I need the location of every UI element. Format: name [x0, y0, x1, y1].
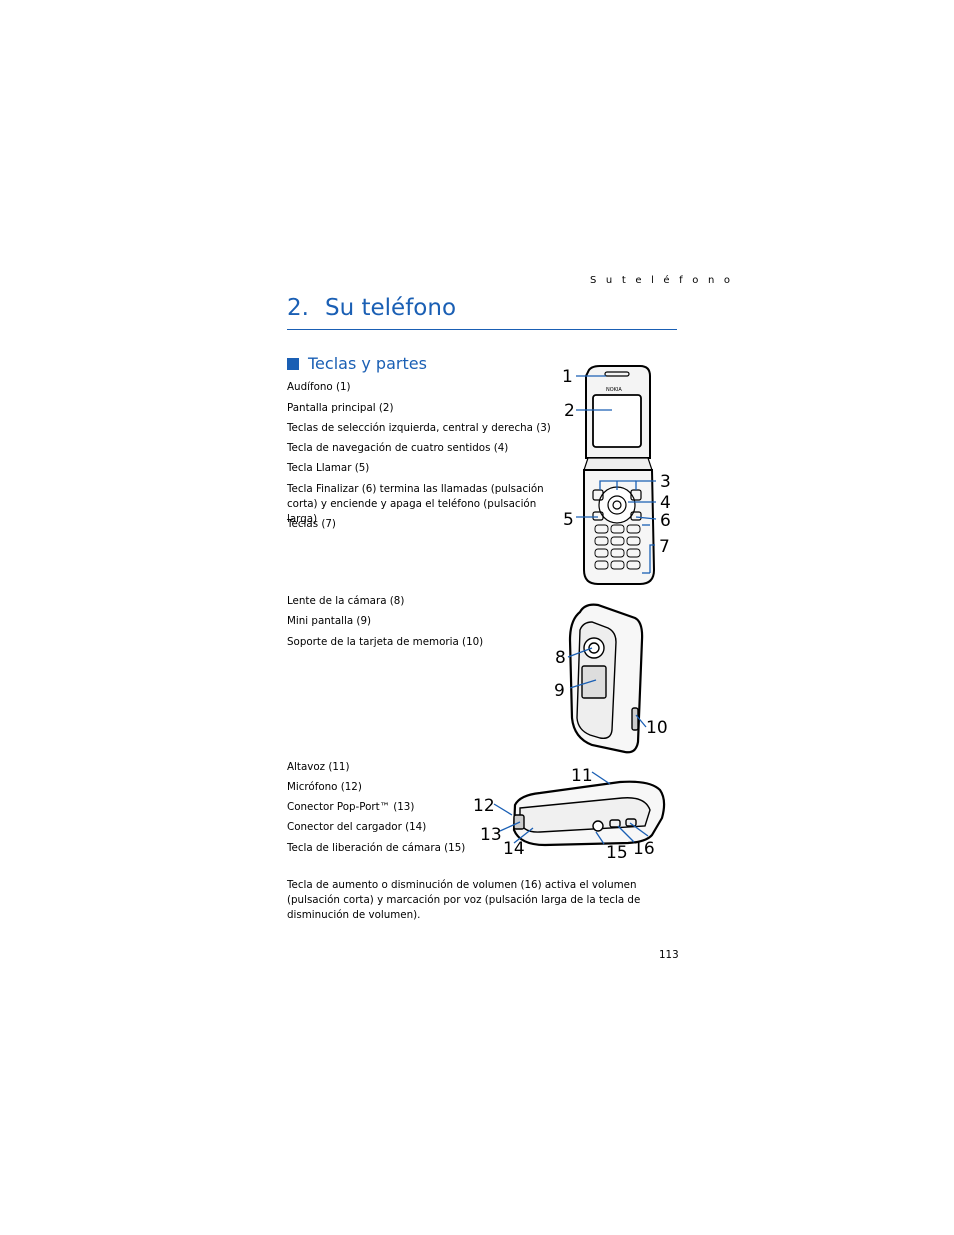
list-item: Pantalla principal (2) — [287, 402, 394, 414]
running-header: S u t e l é f o n o — [590, 275, 734, 286]
callout-label: 4 — [660, 493, 671, 513]
list-item: Lente de la cámara (8) — [287, 595, 405, 607]
chapter-rule — [287, 329, 677, 330]
closed-phone-illustration — [568, 603, 644, 754]
callout-label: 12 — [473, 796, 495, 816]
callout-label: 1 — [562, 367, 573, 387]
callout-label: 6 — [660, 511, 671, 531]
closed-phone-callouts — [567, 647, 647, 728]
list-item: Conector del cargador (14) — [287, 821, 427, 833]
bottom-phone-callouts — [493, 771, 649, 845]
chapter-number: 2. — [287, 295, 309, 321]
open-phone-callouts — [576, 375, 657, 574]
section-square-icon — [287, 357, 299, 370]
list-item: Micrófono (12) — [287, 781, 362, 793]
list-item: Audífono (1) — [287, 381, 351, 393]
list-item: Teclas de selección izquierda, central y… — [287, 422, 551, 434]
list-item: Tecla Finalizar (6) termina las llamadas… — [287, 483, 544, 525]
page-number: 113 — [659, 949, 679, 961]
list-item: Conector Pop-Port™ (13) — [287, 801, 415, 813]
callout-label: 9 — [554, 681, 565, 701]
callout-label: 7 — [659, 537, 670, 557]
list-item: Teclas (7) — [287, 518, 336, 530]
callout-label: 15 — [606, 843, 628, 863]
volume-key-paragraph: Tecla de aumento o disminución de volume… — [287, 879, 641, 921]
chapter-heading: 2. Su teléfono — [287, 295, 456, 321]
callout-label: 8 — [555, 648, 566, 668]
section-title: Teclas y partes — [308, 354, 427, 373]
list-item: Soporte de la tarjeta de memoria (10) — [287, 636, 484, 648]
bottom-phone-illustration — [512, 780, 666, 847]
list-item: Tecla Llamar (5) — [287, 462, 370, 474]
list-item: Altavoz (11) — [287, 761, 350, 773]
callout-label: 11 — [571, 766, 593, 786]
chapter-title: Su teléfono — [325, 295, 457, 321]
list-item: Tecla de navegación de cuatro sentidos (… — [287, 442, 509, 454]
callout-label: 14 — [503, 839, 525, 859]
list-item: Mini pantalla (9) — [287, 615, 372, 627]
callout-label: 13 — [480, 825, 502, 845]
callout-label: 3 — [660, 472, 671, 492]
section-heading: Teclas y partes — [287, 354, 427, 373]
brand-logo: NOKIA — [606, 387, 622, 393]
callout-label: 16 — [633, 839, 655, 859]
list-item: Tecla de liberación de cámara (15) — [287, 842, 466, 854]
callout-label: 2 — [564, 401, 575, 421]
callout-label: 10 — [646, 718, 668, 738]
open-phone-illustration: NOKIA — [583, 365, 656, 585]
callout-label: 5 — [563, 510, 574, 530]
